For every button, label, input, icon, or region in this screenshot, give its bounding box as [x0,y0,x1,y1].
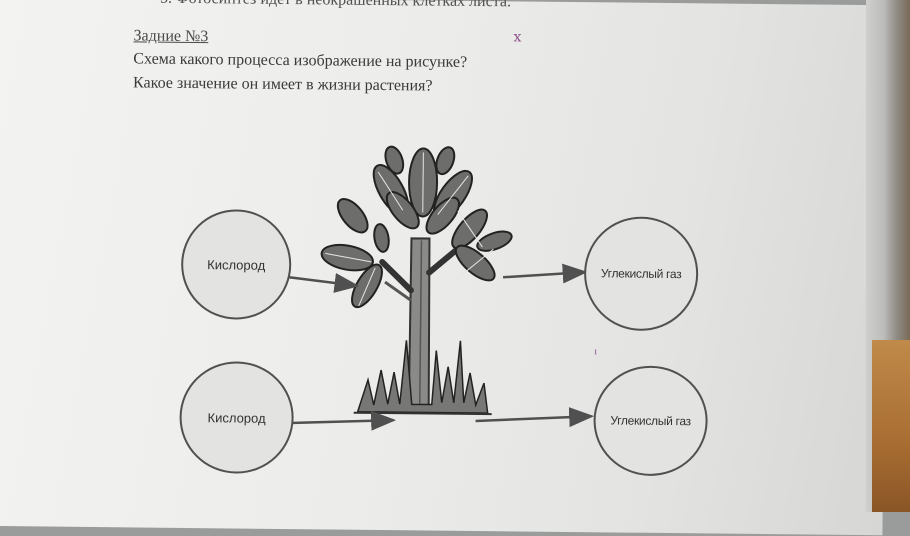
leaf-veins [325,152,494,306]
wooden-table-edge [872,340,910,512]
co2-label: Углекислый газ [610,413,691,429]
arrow-co2-bottom [475,407,595,428]
oxygen-label: Кислород [207,409,266,426]
co2-circle-top: Углекислый газ [583,216,699,332]
worksheet-page: 5. Фотосинтез идет в неокрашенных клетка… [0,0,888,536]
arrow-oxygen-bottom [289,410,397,431]
oxygen-circle-bottom: Кислород [179,360,295,475]
arrow-oxygen-top [286,273,360,293]
arrow-co2-top [503,263,588,284]
co2-circle-bottom: Углекислый газ [593,365,709,477]
co2-label: Углекислый газ [600,266,682,282]
plant-diagram [286,145,595,431]
oxygen-label: Кислород [207,256,266,273]
oxygen-circle-top: Кислород [180,208,292,321]
